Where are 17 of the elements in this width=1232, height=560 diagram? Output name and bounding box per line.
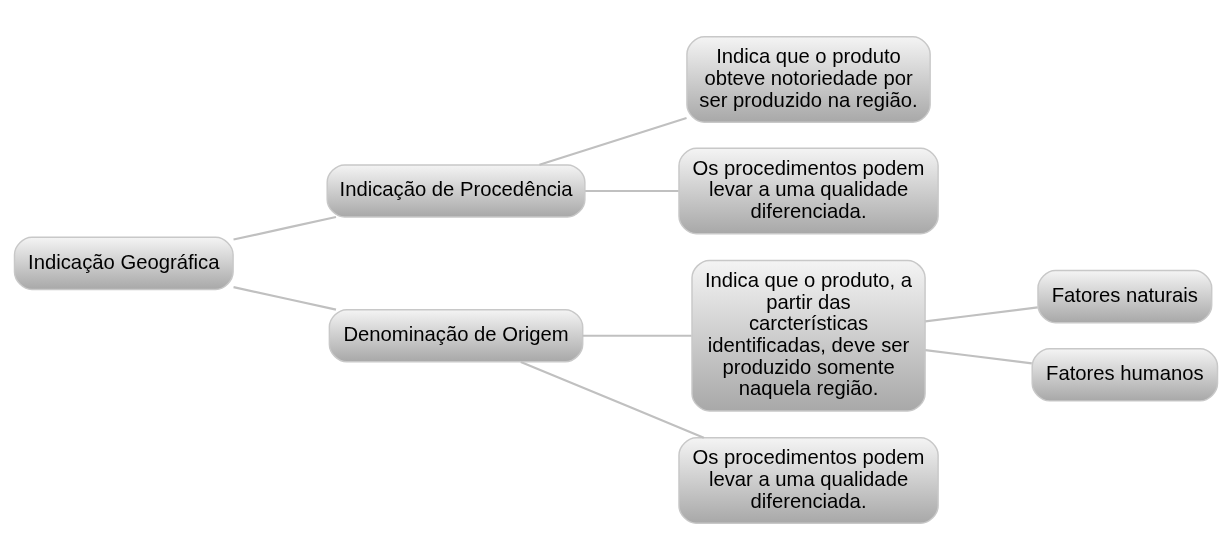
node-box: Indicação de Procedência	[326, 164, 586, 218]
connector	[925, 349, 1032, 365]
node-box: Os procedimentos podem levar a uma qualidade diferenciada.	[678, 437, 939, 524]
node-box: Fatores humanos	[1031, 348, 1219, 402]
connector	[520, 360, 705, 439]
connector	[539, 116, 687, 166]
connector	[582, 334, 692, 337]
node-box: Denominação de Origem	[328, 308, 584, 363]
connector	[233, 286, 337, 311]
node-box: Indica que o produto, a partir das carcterísticas identificadas, deve ser produzido somente naquela região.	[691, 259, 926, 412]
connector	[925, 306, 1038, 323]
connector	[585, 189, 679, 193]
node-box: Indicação Geográfica	[13, 236, 234, 291]
node-box: Indica que o produto obteve notoriedade por ser produzido na região.	[686, 36, 931, 123]
node-box: Fatores naturais	[1037, 269, 1213, 324]
node-box: Os procedimentos podem levar a uma qualidade diferenciada.	[678, 147, 939, 235]
connector	[233, 215, 337, 241]
